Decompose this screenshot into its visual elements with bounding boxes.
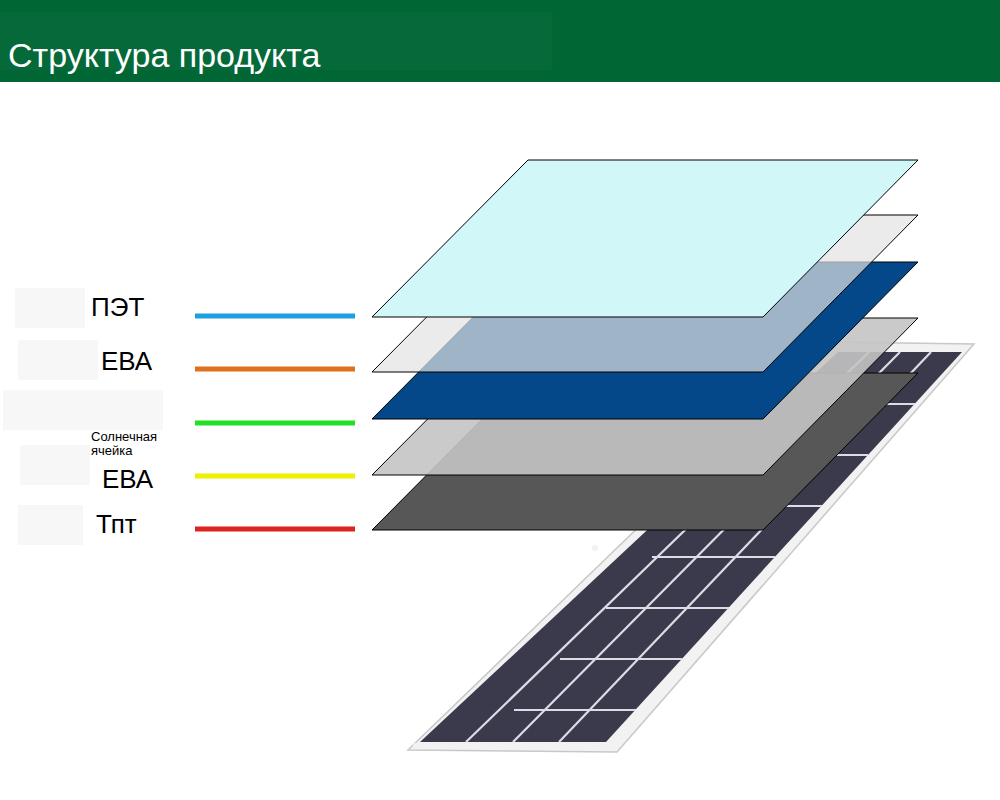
leader-line — [195, 367, 355, 372]
label-patch — [3, 390, 163, 430]
label-patch — [18, 505, 83, 545]
leader-line — [195, 314, 355, 319]
label-patch — [20, 445, 90, 485]
label-patch — [18, 340, 98, 380]
layer-label: ПЭТ — [91, 294, 144, 321]
leader-line — [195, 421, 355, 426]
label-patch — [15, 288, 85, 328]
layer-label: Солнечная ячейка — [91, 430, 173, 457]
leader-line — [195, 527, 355, 532]
layer-label: ЕВА — [102, 466, 153, 493]
pet-layer — [372, 160, 918, 317]
page-title: Структура продукта — [8, 38, 320, 74]
header-bar — [0, 0, 1000, 82]
leader-line — [195, 474, 355, 479]
layer-label: Тпт — [96, 511, 137, 538]
layer-label: ЕВА — [101, 348, 152, 375]
